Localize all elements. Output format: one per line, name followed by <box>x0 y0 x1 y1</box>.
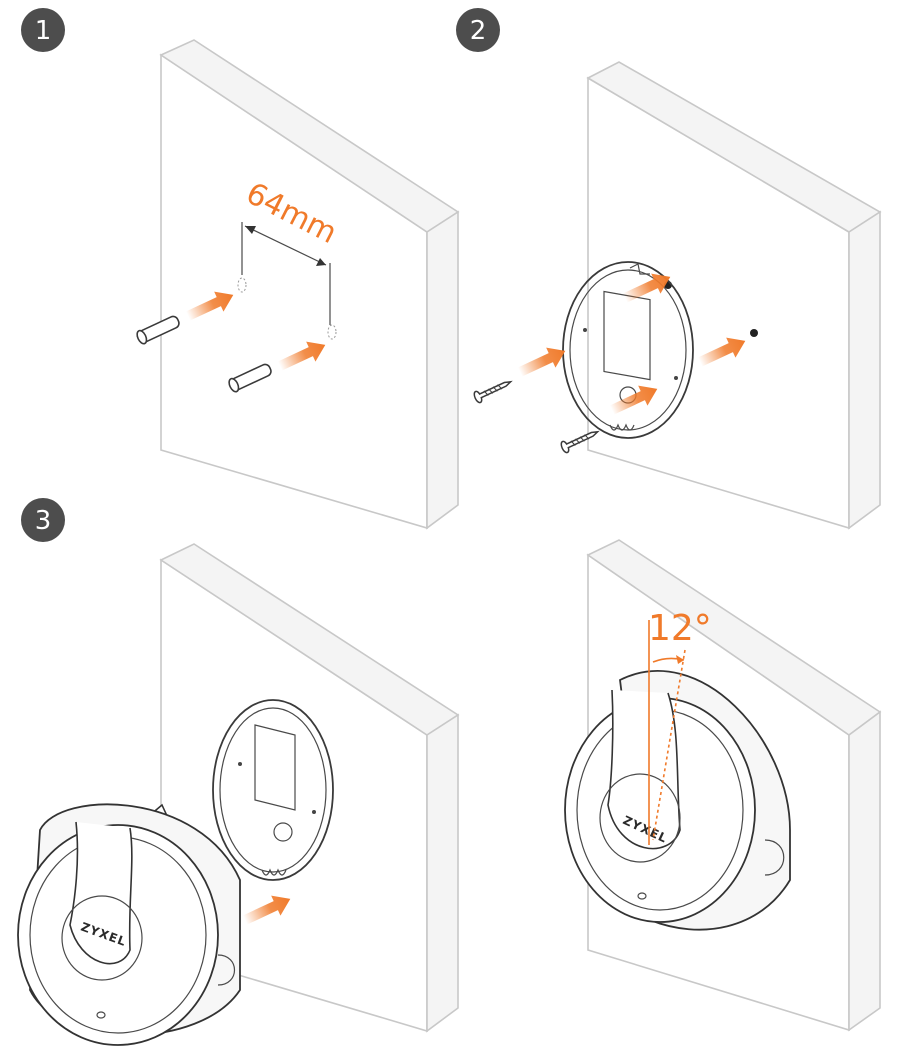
step-3-badge: 3 <box>21 498 65 542</box>
screw-1 <box>473 380 513 404</box>
access-point-device: ZYXEL <box>17 803 241 1046</box>
step-3-panel: 3 ZYXEL <box>17 498 460 1046</box>
svg-text:3: 3 <box>35 506 52 536</box>
step-1-badge: 1 <box>21 8 65 52</box>
measurement-guide <box>237 222 337 340</box>
angle-indicator <box>648 620 686 845</box>
svg-text:1: 1 <box>35 16 52 46</box>
screw-2 <box>560 430 600 454</box>
step-2-badge: 2 <box>456 8 500 52</box>
step-1-panel: 1 64mm <box>21 8 460 530</box>
rotated-access-point: ZYXEL <box>564 670 791 931</box>
step-4-panel: ZYXEL 12° <box>564 539 882 1032</box>
screw-hole-2 <box>750 329 758 337</box>
mounted-bracket <box>212 699 334 881</box>
wall-2 <box>586 61 882 530</box>
wall-1 <box>159 39 460 530</box>
step-2-panel: 2 <box>456 8 882 530</box>
angle-label: 12° <box>648 608 712 649</box>
screw-arrow-1 <box>515 340 570 382</box>
svg-text:2: 2 <box>470 16 487 46</box>
drill-hole-1 <box>237 277 247 293</box>
wall-anchor-1 <box>136 315 180 345</box>
mounting-bracket <box>562 261 694 439</box>
drill-hole-2 <box>327 324 337 340</box>
wall-anchor-2 <box>228 363 272 393</box>
